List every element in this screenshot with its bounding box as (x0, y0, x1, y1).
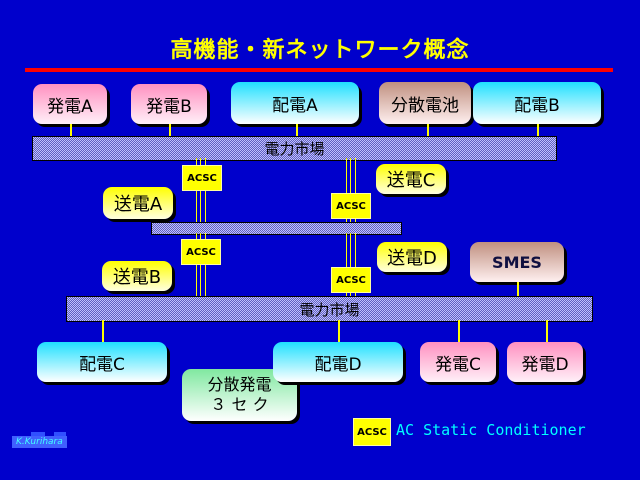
node-generation-d: 発電D (507, 342, 583, 382)
node-distribution-a: 配電A (231, 82, 359, 124)
node-generation-a: 発電A (33, 84, 107, 124)
acsc-converter: ACSC (181, 239, 221, 265)
connector-line (338, 320, 340, 342)
node-distribution-d: 配電D (273, 342, 403, 382)
acsc-converter: ACSC (331, 267, 371, 293)
connector-line (102, 320, 104, 342)
node-label: ３ セ ク (210, 395, 269, 414)
connector-line (458, 320, 460, 342)
acsc-converter: ACSC (331, 193, 371, 219)
connector-line (427, 124, 429, 136)
node-generation-b: 発電B (131, 84, 207, 124)
title-divider (25, 68, 613, 72)
node-label: 配電B (514, 95, 560, 116)
legend-description: AC Static Conditioner (396, 421, 586, 439)
node-transmission-c: 送電C (376, 164, 446, 194)
acsc-converter: ACSC (182, 165, 222, 191)
node-label: 送電B (112, 267, 162, 288)
node-label: SMES (492, 252, 542, 272)
transmission-bus-middle (151, 222, 402, 235)
bus-label: 電力市場 (264, 140, 325, 158)
node-label: 発電B (146, 96, 192, 117)
node-label: 配電C (79, 354, 125, 375)
node-distributed-battery: 分散電池 (379, 82, 471, 124)
power-market-bus-top: 電力市場 (32, 136, 557, 161)
tie-line-right-upper (346, 158, 356, 222)
tie-line-right-lower (346, 233, 356, 296)
node-transmission-d: 送電D (377, 242, 447, 272)
connector-line (169, 124, 171, 136)
legend-acsc-swatch: ACSC (353, 418, 391, 446)
node-distribution-c: 配電C (37, 342, 167, 382)
node-label: 発電D (521, 354, 569, 375)
node-label: 分散発電 (207, 375, 272, 394)
connector-line (517, 282, 519, 296)
node-generation-c: 発電C (420, 342, 496, 382)
node-label: 発電A (47, 96, 93, 117)
node-label: 発電C (435, 354, 481, 375)
node-transmission-a: 送電A (103, 187, 173, 219)
node-label: 送電A (113, 194, 163, 215)
author-logo: K.Kurihara (12, 436, 67, 448)
node-label: 送電C (386, 170, 436, 191)
power-market-bus-bottom: 電力市場 (66, 296, 593, 322)
node-label: 分散電池 (391, 95, 459, 116)
connector-line (70, 124, 72, 136)
connector-line (537, 124, 539, 136)
node-label: 配電A (272, 95, 318, 116)
connector-line (546, 320, 548, 342)
node-label: 送電D (387, 248, 437, 269)
bus-label: 電力市場 (299, 300, 360, 319)
connector-line (296, 124, 298, 136)
node-distribution-b: 配電B (473, 82, 601, 124)
diagram-title: 高機能・新ネットワーク概念 (170, 38, 470, 63)
node-label: 配電D (314, 354, 362, 375)
node-smes: SMES (470, 242, 564, 282)
node-transmission-b: 送電B (102, 261, 172, 291)
